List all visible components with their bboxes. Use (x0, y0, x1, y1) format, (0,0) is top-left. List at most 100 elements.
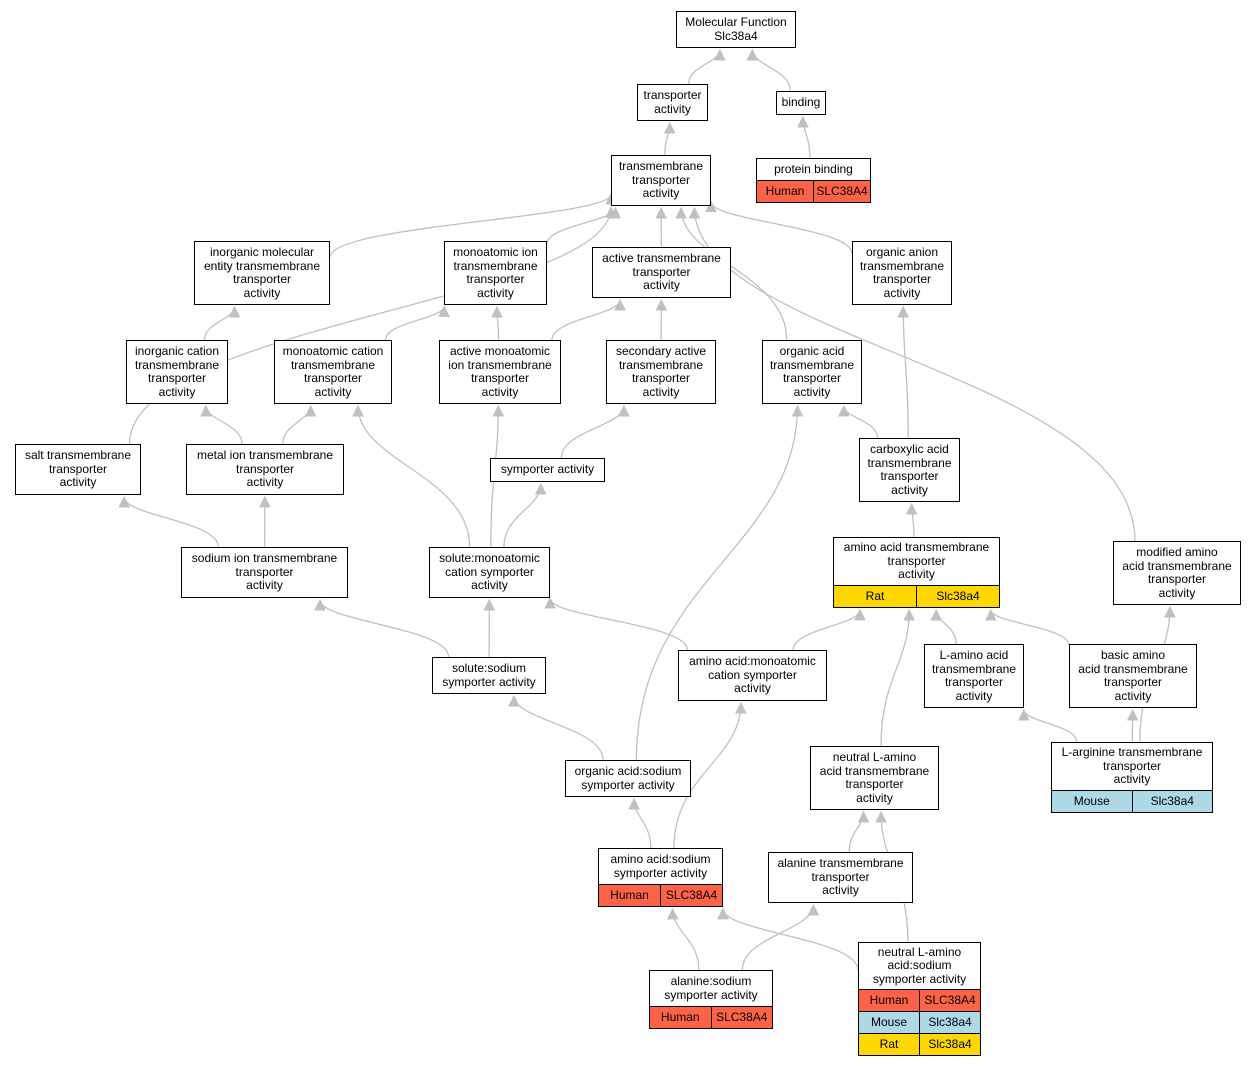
graph-edge (797, 115, 811, 159)
graph-edge (905, 502, 918, 538)
graph-edge (203, 305, 241, 341)
graph-edge (705, 200, 853, 254)
go-term-label: carboxylic acid transmembrane transporte… (867, 442, 952, 497)
go-term-node[interactable]: modified amino acid transmembrane transp… (1113, 541, 1241, 605)
go-term-node[interactable]: L-arginine transmembrane transporter act… (1051, 742, 1213, 813)
graph-edge (503, 482, 547, 548)
go-term-node[interactable]: inorganic molecular entity transmembrane… (194, 241, 330, 305)
graph-edge (200, 404, 243, 445)
go-term-label: alanine:sodium symporter activity (664, 974, 758, 1002)
go-term-label: active monoatomic ion transmembrane tran… (448, 344, 552, 399)
graph-edge (544, 597, 689, 651)
go-term-label: alanine transmembrane transporter activi… (777, 856, 904, 898)
species-label: Mouse (1073, 793, 1110, 808)
graph-edge (741, 903, 820, 971)
go-term-label: solute:monoatomic cation symporter activ… (439, 551, 540, 593)
graph-edge (560, 404, 630, 459)
graph-edge (118, 495, 219, 548)
go-term-node[interactable]: symporter activity (490, 458, 605, 482)
annotation-row-human: Human SLC38A4 (757, 180, 870, 202)
go-term-label: organic anion transmembrane transporter … (859, 245, 945, 300)
go-term-node[interactable]: salt transmembrane transporter activity (15, 444, 141, 495)
go-term-node[interactable]: basic amino acid transmembrane transport… (1069, 644, 1197, 708)
species-label: Human (765, 183, 805, 198)
go-term-label: neutral L-amino acid transmembrane trans… (819, 750, 930, 805)
go-term-node[interactable]: active transmembrane transporter activit… (592, 247, 731, 298)
go-term-node[interactable]: inorganic cation transmembrane transport… (126, 340, 228, 404)
gene-symbol: Slc38a4 (1131, 791, 1213, 812)
go-term-node[interactable]: secondary active transmembrane transport… (606, 340, 716, 404)
go-term-label: active transmembrane transporter activit… (602, 251, 721, 293)
graph-edge (930, 608, 957, 645)
species-label: Human (869, 992, 909, 1007)
go-term-node[interactable]: carboxylic acid transmembrane transporte… (859, 438, 960, 502)
species-label: Rat (865, 588, 885, 603)
go-term-node[interactable]: binding (776, 91, 826, 115)
go-term-node[interactable]: organic acid:sodium symporter activity (565, 760, 691, 797)
go-term-node[interactable]: sodium ion transmembrane transporter act… (181, 547, 348, 598)
go-term-label: protein binding (774, 161, 853, 176)
go-term-label: Molecular Function Slc38a4 (685, 15, 787, 43)
go-term-label: L-amino acid transmembrane transporter a… (931, 648, 1017, 703)
graph-edge (491, 305, 503, 341)
go-term-label: binding (781, 95, 821, 110)
graph-edge (746, 48, 792, 92)
go-term-node[interactable]: monoatomic cation transmembrane transpor… (274, 340, 392, 404)
go-term-node[interactable]: organic anion transmembrane transporter … (852, 241, 952, 305)
go-term-node[interactable]: active monoatomic ion transmembrane tran… (439, 340, 561, 404)
go-term-node[interactable]: solute:sodium symporter activity (432, 657, 546, 694)
gene-symbol: SLC38A4 (813, 181, 870, 202)
gene-symbol: Slc38a4 (919, 1012, 980, 1033)
go-term-label: modified amino acid transmembrane transp… (1122, 545, 1232, 600)
graph-edge (329, 192, 617, 258)
go-term-node[interactable]: neutral L-amino acid transmembrane trans… (810, 746, 939, 810)
go-term-node[interactable]: amino acid transmembrane transporter act… (833, 537, 1000, 608)
graph-edge (1018, 708, 1078, 743)
graph-edge (687, 48, 726, 85)
graph-edge (384, 305, 450, 341)
graph-edge (848, 810, 870, 853)
go-term-node[interactable]: transmembrane transporter activity (611, 155, 711, 206)
graph-edge (838, 404, 879, 439)
go-term-node[interactable]: monoatomic ion transmembrane transporter… (444, 241, 547, 305)
graph-edge (635, 404, 804, 761)
graph-edge (675, 206, 788, 341)
graph-edge (792, 608, 866, 651)
species-label: Mouse (870, 1014, 908, 1029)
graph-edge (984, 608, 1070, 646)
graph-edge (282, 404, 317, 445)
go-term-label: amino acid:monoatomic cation symporter a… (689, 654, 816, 696)
go-term-label: organic acid:sodium symporter activity (574, 764, 682, 792)
gene-symbol: SLC38A4 (660, 885, 722, 906)
go-term-label: monoatomic ion transmembrane transporter… (453, 245, 538, 300)
go-term-node[interactable]: transporter activity (637, 84, 708, 121)
go-term-label: organic acid transmembrane transporter a… (769, 344, 855, 399)
go-term-node[interactable]: metal ion transmembrane transporter acti… (186, 444, 344, 495)
go-term-node[interactable]: alanine transmembrane transporter activi… (768, 852, 913, 903)
graph-edge (508, 694, 604, 761)
go-term-node[interactable]: organic acid transmembrane transporter a… (762, 340, 862, 404)
go-term-node[interactable]: neutral L-amino acid:sodium symporter ac… (858, 942, 981, 1056)
go-term-node[interactable]: L-amino acid transmembrane transporter a… (924, 644, 1024, 708)
species-label: Human (660, 1009, 700, 1024)
graph-edge (551, 298, 626, 341)
go-term-label: solute:sodium symporter activity (442, 661, 536, 689)
go-term-node[interactable]: amino acid:monoatomic cation symporter a… (678, 650, 827, 701)
go-term-label: amino acid transmembrane transporter act… (843, 540, 990, 582)
go-term-node[interactable]: Molecular Function Slc38a4 (676, 11, 796, 48)
go-term-node[interactable]: solute:monoatomic cation symporter activ… (429, 547, 550, 598)
go-term-label: transmembrane transporter activity (618, 159, 704, 201)
gene-symbol: Slc38a4 (919, 1034, 980, 1055)
annotation-row-mouse: Mouse Slc38a4 (1052, 790, 1212, 812)
go-term-label: symporter activity (500, 462, 595, 477)
graph-edge (314, 598, 450, 658)
go-term-label: amino acid:sodium symporter activity (610, 852, 711, 880)
graph-edge (546, 206, 622, 245)
